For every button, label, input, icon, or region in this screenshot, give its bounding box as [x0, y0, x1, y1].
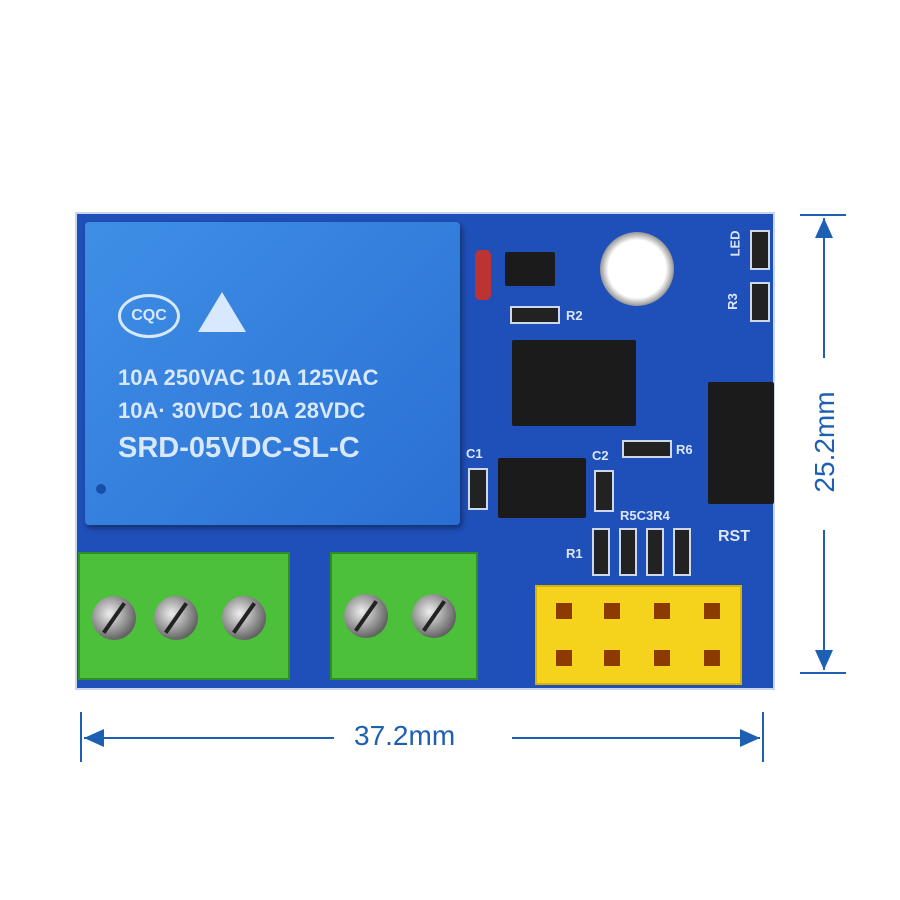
relay-rating-line1: 10A 250VAC 10A 125VAC — [118, 365, 379, 390]
resistor-r3 — [750, 282, 770, 322]
optocoupler-chip — [512, 340, 636, 426]
relay — [85, 222, 460, 525]
header-pin — [604, 650, 620, 666]
reset-button[interactable] — [708, 382, 774, 504]
dimension-line-height — [823, 218, 825, 358]
led — [750, 230, 770, 270]
screw-terminal[interactable] — [222, 596, 266, 640]
diode — [475, 250, 491, 300]
cqc-logo: CQC — [118, 294, 180, 338]
dimension-tick-bottom — [800, 672, 846, 674]
label-r6: R6 — [676, 442, 693, 457]
dimension-line-width — [84, 737, 334, 739]
screw-terminal[interactable] — [92, 596, 136, 640]
label-r2: R2 — [566, 308, 583, 323]
width-dimension: 37.2mm — [354, 720, 456, 751]
resistor-r6 — [622, 440, 672, 458]
dimension-tick-left — [80, 712, 82, 762]
voltage-regulator — [498, 458, 586, 518]
certification-triangle-icon — [198, 292, 246, 332]
header-pin — [654, 603, 670, 619]
label-c2: C2 — [592, 448, 609, 463]
label-rst: RST — [718, 528, 750, 545]
header-pin — [556, 650, 572, 666]
header-pin — [704, 603, 720, 619]
smd-component — [592, 528, 610, 576]
label-c1: C1 — [466, 446, 483, 461]
mounting-hole — [600, 232, 674, 306]
arrow-down-icon — [815, 650, 833, 670]
screw-terminal[interactable] — [154, 596, 198, 640]
header-pin — [704, 650, 720, 666]
height-dimension: 25.2mm — [809, 391, 840, 493]
dimension-line-height — [823, 530, 825, 670]
relay-model: SRD-05VDC-SL-C — [118, 432, 360, 464]
capacitor-c2 — [594, 470, 614, 512]
arrow-left-icon — [84, 729, 104, 747]
relay-dot — [96, 484, 106, 494]
dimension-line-width — [512, 737, 760, 739]
arrow-up-icon — [815, 218, 833, 238]
transistor — [505, 252, 555, 286]
label-r1: R1 — [566, 546, 583, 561]
screw-terminal[interactable] — [344, 594, 388, 638]
label-r5c3r4: R5C3R4 — [620, 508, 670, 523]
dimension-tick-top — [800, 214, 846, 216]
smd-component — [673, 528, 691, 576]
smd-component — [646, 528, 664, 576]
resistor-r2 — [510, 306, 560, 324]
header-pin — [604, 603, 620, 619]
smd-component — [619, 528, 637, 576]
esp01-header-socket — [535, 585, 742, 685]
label-led: LED — [727, 230, 743, 257]
arrow-right-icon — [740, 729, 760, 747]
capacitor-c1 — [468, 468, 488, 510]
label-r3: R3 — [724, 293, 740, 310]
dimension-tick-right — [762, 712, 764, 762]
relay-rating-line2: 10A· 30VDC 10A 28VDC — [118, 398, 366, 423]
header-pin — [556, 603, 572, 619]
header-pin — [654, 650, 670, 666]
screw-terminal[interactable] — [412, 594, 456, 638]
